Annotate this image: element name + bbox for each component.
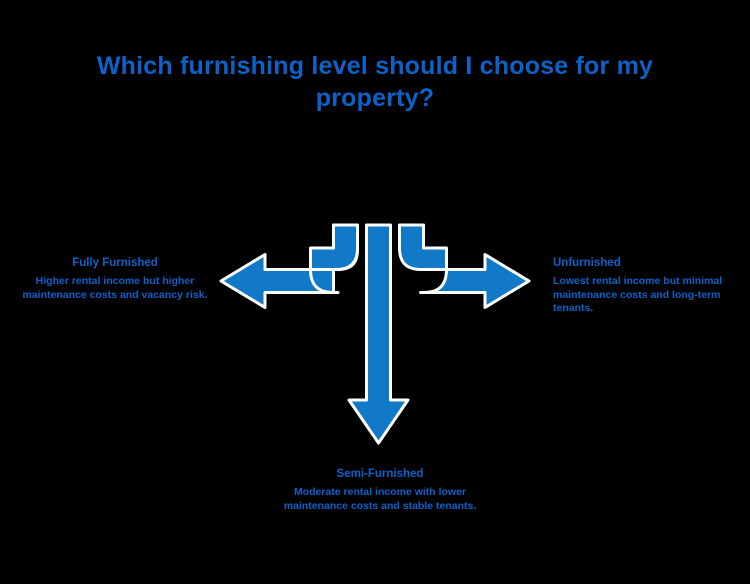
right-curved-arrow-icon: [398, 223, 531, 309]
branch-right-description: Lowest rental income but minimal mainten…: [553, 275, 723, 314]
branch-bottom: Semi-Furnished Moderate rental income wi…: [280, 467, 480, 513]
left-curved-arrow-icon: [220, 223, 359, 308]
down-straight-arrow-icon: [347, 223, 410, 445]
branch-right: Unfurnished Lowest rental income but min…: [553, 256, 743, 316]
branch-left: Fully Furnished Higher rental income but…: [20, 256, 210, 302]
branch-bottom-heading: Semi-Furnished: [336, 468, 424, 480]
page-title: Which furnishing level should I choose f…: [96, 52, 654, 112]
branch-right-heading: Unfurnished: [553, 257, 621, 269]
branch-bottom-description: Moderate rental income with lower mainte…: [283, 486, 477, 512]
branch-left-description: Higher rental income but higher maintena…: [22, 275, 208, 301]
left-curved-arrow-body-icon: [219, 223, 359, 309]
branch-left-heading: Fully Furnished: [72, 257, 158, 269]
